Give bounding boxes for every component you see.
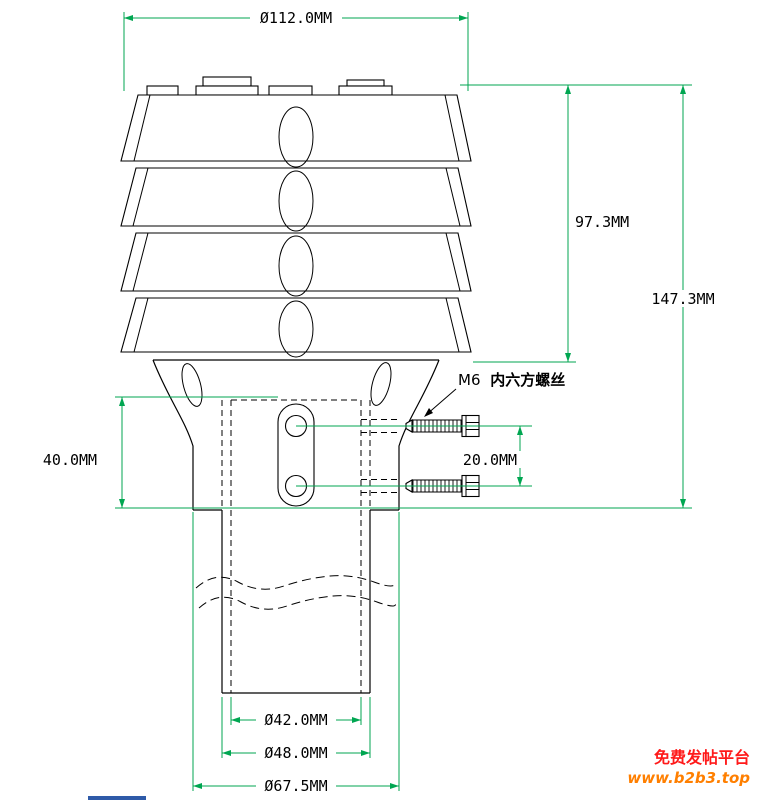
screw-leader (424, 388, 457, 417)
louver-opening (278, 300, 314, 358)
dim-collar-outer: Ø67.5MM (264, 777, 327, 795)
neck-slot (181, 363, 203, 407)
louver-edge-lines (132, 94, 461, 353)
connector-block (346, 79, 385, 87)
dim-shield-height: 97.3MM (575, 213, 629, 231)
leader-arrow (424, 408, 433, 417)
louver-stack (120, 94, 472, 361)
connector-block (268, 85, 313, 96)
connector-block (338, 85, 393, 96)
bottom-edge-artifact (88, 796, 146, 800)
louver-plate (120, 297, 472, 353)
louver-opening (278, 170, 314, 232)
connector-block (202, 76, 252, 87)
dim-screw-spacing: 20.0MM (463, 451, 517, 469)
screw-annotation: M6 内六方螺丝 (458, 371, 565, 389)
watermark-line2: www.b2b3.top (627, 769, 750, 787)
dim-tube-outer: Ø48.0MM (264, 744, 327, 762)
screw-size-label: M6 (458, 371, 481, 389)
clamp-slot (277, 403, 315, 507)
break-line (195, 575, 397, 590)
neck-slot (370, 362, 392, 406)
sensor-body (120, 76, 480, 694)
louver-plate (120, 232, 472, 292)
watermark: 免费发帖平台 www.b2b3.top (627, 748, 750, 787)
center-post-openings (278, 106, 314, 358)
screw-type-label: 内六方螺丝 (490, 371, 565, 389)
connector-block (146, 85, 179, 96)
neck-left-profile (152, 359, 194, 510)
connector-block (195, 85, 259, 96)
louver-plate (120, 94, 472, 162)
louver-opening (278, 106, 314, 168)
dim-clamp-height: 40.0MM (43, 451, 97, 469)
mounting-tube (193, 509, 399, 694)
collar-hidden-lines (221, 399, 399, 693)
neck-section (152, 359, 440, 510)
neck-right-profile (398, 359, 440, 510)
dim-overall-height: 147.3MM (651, 290, 714, 308)
top-connector-blocks (146, 76, 393, 96)
louver-opening (278, 235, 314, 297)
dim-top-diameter: Ø112.0MM (260, 9, 332, 27)
dim-inner-bore: Ø42.0MM (264, 711, 327, 729)
dimension-texts: Ø112.0MM 97.3MM 147.3MM 40.0MM 20.0MM Ø4… (43, 9, 722, 795)
louver-plate (120, 167, 472, 227)
break-line (198, 595, 397, 610)
watermark-line1: 免费发帖平台 (654, 748, 750, 767)
